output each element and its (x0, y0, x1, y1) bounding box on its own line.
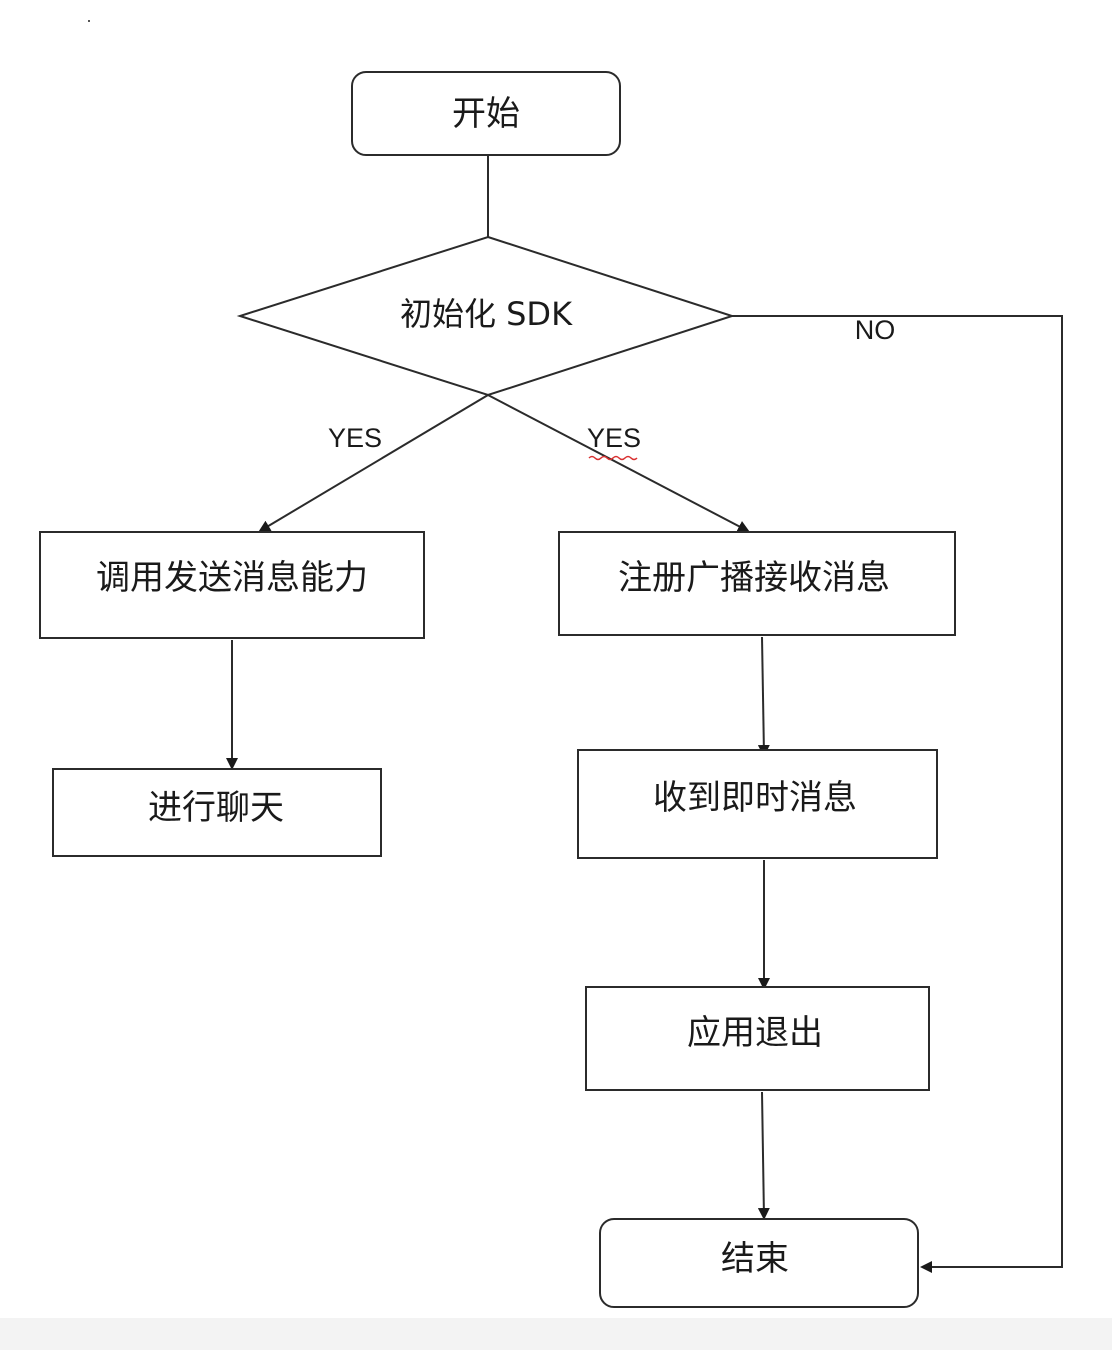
start-label: 开始 (452, 94, 520, 134)
edge-init-to-send (258, 394, 489, 533)
send-message-label: 调用发送消息能力 (96, 558, 368, 598)
app-exit-label: 应用退出 (687, 1013, 823, 1053)
yes-left-label: YES (328, 423, 382, 453)
bottom-shade (0, 1318, 1112, 1350)
yes-right-label: YES (587, 423, 641, 453)
start-node: 开始 (351, 71, 621, 156)
edge-exit-to-end (757, 1091, 770, 1220)
edge-register-to-receive (757, 636, 770, 757)
no-label: NO (855, 315, 896, 345)
edge-init-no-to-end (732, 315, 1063, 1273)
register-broadcast-label: 注册广播接收消息 (618, 558, 890, 598)
edge-init-to-register (487, 394, 750, 532)
chat-node: 进行聊天 (52, 768, 382, 857)
receive-im-label: 收到即时消息 (653, 778, 857, 818)
chat-label: 进行聊天 (148, 788, 284, 828)
end-node: 结束 (599, 1218, 919, 1308)
receive-im-node: 收到即时消息 (577, 749, 938, 859)
send-message-node: 调用发送消息能力 (39, 531, 425, 639)
init-sdk-label: 初始化 SDK (400, 295, 573, 333)
register-broadcast-node: 注册广播接收消息 (558, 531, 956, 636)
init-sdk-decision: 初始化 SDK (236, 235, 736, 397)
end-label: 结束 (721, 1239, 789, 1279)
spellcheck-underline (588, 455, 638, 461)
stray-dot (88, 20, 90, 22)
app-exit-node: 应用退出 (585, 986, 930, 1091)
